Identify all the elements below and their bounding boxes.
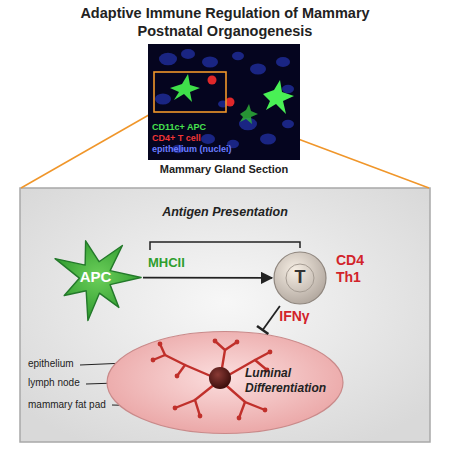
zoom-line xyxy=(21,112,154,188)
node-text: APC xyxy=(48,268,143,285)
text-label: MHCII xyxy=(148,255,185,270)
node-text: T xyxy=(272,267,328,288)
node-text: CD11c+ APC xyxy=(152,122,206,132)
edge-label: IFNγ xyxy=(279,308,309,324)
node-text: Luminal Differentiation xyxy=(245,366,341,396)
node-text: epithelium (nuclei) xyxy=(152,144,232,154)
connector xyxy=(143,277,272,278)
title: Adaptive Immune Regulation of Mammary Po… xyxy=(75,4,375,40)
text-label: mammary fat pad xyxy=(28,399,106,410)
fat-pad-node: Luminal Differentiation xyxy=(105,330,345,435)
t-cell-node: T xyxy=(272,250,328,306)
connector xyxy=(263,306,280,330)
bracket xyxy=(150,242,300,250)
micrograph-panel: CD11c+ APCCD4+ T cellepithelium (nuclei)… xyxy=(148,44,300,160)
connector-line xyxy=(263,306,280,330)
text-label: CD4 Th1 xyxy=(336,252,376,286)
node-text: Mammary Gland Section xyxy=(138,163,310,175)
apc-node: APC xyxy=(48,230,143,325)
panel-box xyxy=(20,188,430,442)
node-text: CD4+ T cell xyxy=(152,133,201,143)
text-label: Antigen Presentation xyxy=(150,205,300,220)
text-label: lymph node xyxy=(28,377,80,388)
text-label: epithelium xyxy=(28,358,74,369)
connector-line xyxy=(143,277,272,279)
